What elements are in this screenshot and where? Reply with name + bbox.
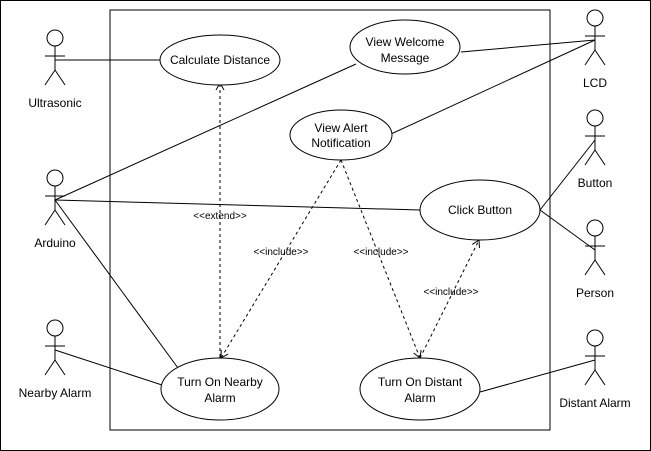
actor-label: Arduino [34,236,76,250]
assoc-arduino-nearby-alarm-usecase [54,199,179,369]
use-case-turn-on-nearby-alarm: Turn On Nearby Alarm [160,357,280,421]
include-line-alert-nearby [220,159,342,359]
include-label-button-distant: <<include>> [423,287,478,298]
actor-label: Distant Alarm [559,396,630,410]
use-case-label: Alarm [204,391,235,405]
actor-distant-alarm: Distant Alarm [559,329,631,410]
use-case-label: Notification [311,136,370,150]
actor-figure-icon [586,9,604,27]
actor-figure-icon [586,329,604,347]
actor-label: Ultrasonic [28,96,81,110]
actor-figure-icon [586,219,604,237]
actor-label: Button [578,176,613,190]
use-case-label: Alarm [404,391,435,405]
actor-label: Person [576,286,614,300]
use-case-label: Turn On Nearby [177,375,263,389]
include-line-button-distant [413,239,480,367]
use-case-label: Message [381,51,430,65]
actor-figure-icon [46,29,64,47]
use-case-view-alert-notification: View Alert Notification [289,109,393,161]
actor-label: Nearby Alarm [19,386,92,400]
use-case-label: Calculate Distance [170,53,270,67]
use-case-label: Turn On Distant [378,375,463,389]
dependencies [215,81,480,367]
actor-person: Person [576,219,614,300]
assoc-distant-actor-distant-usecase [479,359,596,393]
include-label-alert-nearby: <<include>> [253,247,308,258]
assoc-nearby-actor-nearby-usecase [54,349,163,386]
actor-arduino: Arduino [34,169,76,250]
assoc-lcd-view-alert [390,39,596,135]
actor-figure-icon [46,319,64,337]
actor-figure-icon [46,169,64,187]
actor-nearby-alarm: Nearby Alarm [19,319,92,400]
use-case-calculate-distance: Calculate Distance [159,34,281,86]
use-case-turn-on-distant-alarm: Turn On Distant Alarm [359,357,481,421]
assoc-person-click-button [539,209,596,251]
use-case-click-button: Click Button [419,179,541,241]
extend-label: <<extend>> [193,211,247,222]
assoc-lcd-view-welcome [460,39,596,53]
actor-lcd: LCD [583,9,607,90]
actor-button: Button [578,109,613,190]
use-case-label: View Alert [314,121,368,135]
include-label-alert-distant: <<include>> [353,247,408,258]
actor-figure-icon [586,109,604,127]
assoc-arduino-view-welcome [54,63,357,201]
use-case-view-welcome-message: View Welcome Message [349,19,461,75]
assoc-button-click-button [539,139,596,211]
use-case-label: Click Button [448,203,512,217]
actor-ultrasonic: Ultrasonic [28,29,82,110]
actor-label: LCD [583,76,607,90]
use-case-label: View Welcome [366,35,445,49]
assoc-arduino-click-button [54,199,421,211]
system-boundary [109,9,551,431]
associations [54,39,596,393]
